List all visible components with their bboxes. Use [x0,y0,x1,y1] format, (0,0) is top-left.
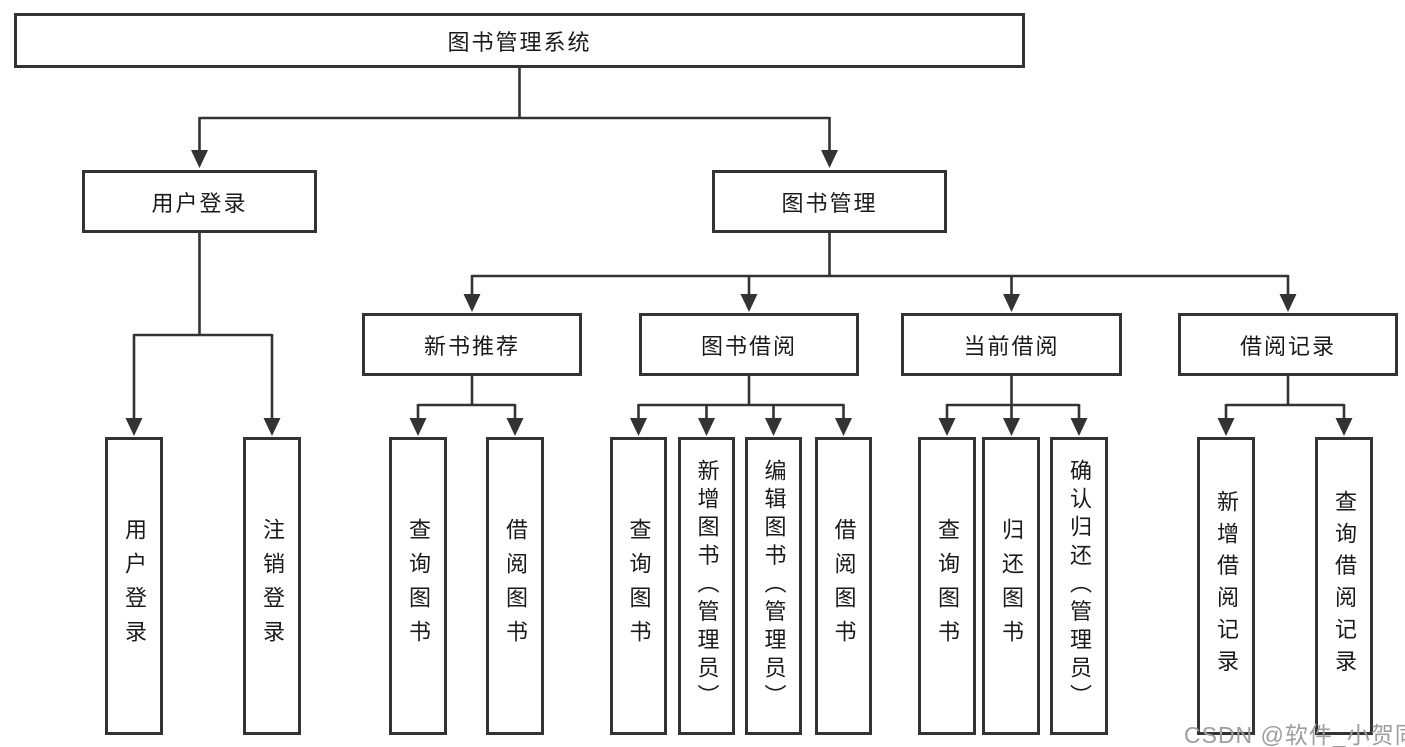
leaf-query-books-current-label: 查询图书 [935,517,960,655]
leaf-add-book-admin: 新增图书（管理员） [678,437,735,735]
leaf-confirm-return-admin-label: 确认归还（管理员） [1067,459,1092,713]
node-borrowing-records: 借阅记录 [1178,313,1398,376]
leaf-logout-label: 注销登录 [260,517,285,655]
node-new-book-recommend: 新书推荐 [362,313,582,376]
node-book-borrowing-label: 图书借阅 [700,333,797,359]
csdn-watermark: CSDN @软件_小贺同学 [1184,722,1405,747]
leaf-user-login-label: 用户登录 [122,517,147,655]
connector-lines [132,68,1346,420]
leaf-query-books-recommend-label: 查询图书 [406,517,431,655]
node-current-borrowing: 当前借阅 [901,313,1122,376]
node-new-book-recommend-label: 新书推荐 [423,333,520,359]
leaf-query-borrow-record: 查询借阅记录 [1315,437,1373,735]
leaf-confirm-return-admin: 确认归还（管理员） [1050,437,1108,735]
leaf-query-books-current: 查询图书 [918,437,976,735]
node-current-borrowing-label: 当前借阅 [963,333,1060,359]
node-library-system: 图书管理系统 [14,13,1025,68]
node-book-management: 图书管理 [712,170,947,233]
leaf-edit-book-admin-label: 编辑图书（管理员） [761,459,787,713]
leaf-add-borrow-record-label: 新增借阅记录 [1214,490,1239,682]
leaf-borrow-books-label: 借阅图书 [831,517,857,655]
leaf-add-book-admin-label: 新增图书（管理员） [694,459,720,713]
node-book-management-label: 图书管理 [781,190,878,216]
leaf-query-books-recommend: 查询图书 [389,437,447,735]
leaf-return-books: 归还图书 [982,437,1040,735]
leaf-logout: 注销登录 [243,437,301,735]
leaf-borrow-books-recommend: 借阅图书 [486,437,544,735]
leaf-query-books-borrow-label: 查询图书 [626,517,652,655]
node-user-login-label: 用户登录 [151,190,248,216]
leaf-query-borrow-record-label: 查询借阅记录 [1332,490,1357,682]
node-library-system-label: 图书管理系统 [447,29,592,55]
node-book-borrowing: 图书借阅 [639,313,859,376]
node-borrowing-records-label: 借阅记录 [1239,333,1336,359]
leaf-edit-book-admin: 编辑图书（管理员） [745,437,802,735]
leaf-return-books-label: 归还图书 [999,517,1024,655]
leaf-user-login: 用户登录 [105,437,163,735]
leaf-add-borrow-record: 新增借阅记录 [1197,437,1255,735]
node-user-login: 用户登录 [82,170,317,233]
leaf-borrow-books-recommend-label: 借阅图书 [503,517,528,655]
leaf-query-books-borrow: 查询图书 [610,437,667,735]
leaf-borrow-books: 借阅图书 [815,437,872,735]
